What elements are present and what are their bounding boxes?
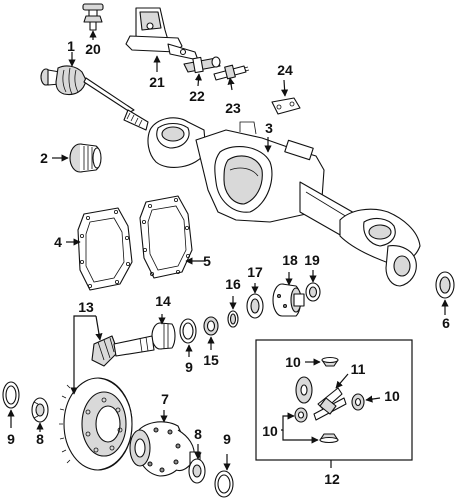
callout-5: 5 — [203, 253, 211, 269]
leader-10-right — [365, 395, 381, 403]
callout-10-upper: 10 — [285, 354, 301, 370]
callout-7: 7 — [161, 391, 169, 407]
shim-ring-part-center[interactable] — [179, 318, 197, 344]
callout-12: 12 — [324, 471, 340, 487]
callout-9-right: 9 — [223, 431, 231, 447]
callout-23: 23 — [225, 100, 241, 116]
callout-8-left: 8 — [36, 431, 44, 447]
callout-14: 14 — [155, 293, 171, 309]
leader-23 — [227, 77, 235, 91]
leader-22 — [194, 73, 203, 87]
side-gear-washer-lower[interactable] — [319, 433, 339, 444]
callout-4: 4 — [54, 234, 62, 250]
callout-10-right: 10 — [384, 388, 400, 404]
pinion-flange-part[interactable] — [272, 283, 305, 317]
callout-24: 24 — [277, 62, 293, 78]
pinion-gear-part[interactable] — [91, 335, 155, 367]
callout-18: 18 — [282, 252, 298, 268]
pinion-seal-part[interactable] — [305, 282, 321, 302]
callout-16: 16 — [225, 276, 241, 292]
bearing-cup-part[interactable] — [227, 310, 239, 328]
leader-10-left-b — [282, 430, 319, 444]
leader-13-bracket — [73, 315, 96, 330]
carrier-bearing-part-left[interactable] — [31, 397, 49, 423]
inner-bearing-part[interactable] — [151, 322, 176, 350]
ring-gear-part[interactable] — [59, 377, 133, 471]
vent-fitting-part[interactable] — [82, 3, 104, 31]
side-gear-washer-upper[interactable] — [321, 356, 339, 367]
callout-8-right: 8 — [194, 426, 202, 442]
callout-21: 21 — [149, 74, 165, 90]
callout-2: 2 — [40, 150, 48, 166]
callout-22: 22 — [189, 88, 205, 104]
gasket-part[interactable] — [77, 207, 133, 291]
gear-kit-box — [255, 339, 413, 461]
axle-seal-part[interactable] — [435, 271, 455, 299]
callout-6: 6 — [442, 315, 450, 331]
spacer-part[interactable] — [203, 316, 219, 336]
leader-11 — [335, 373, 349, 389]
callout-10-left: 10 — [262, 423, 278, 439]
bearing-part[interactable] — [69, 143, 102, 173]
leader-24 — [281, 79, 289, 97]
callout-9-center: 9 — [185, 359, 193, 375]
callout-3: 3 — [265, 120, 273, 136]
leader-10-left-a — [281, 412, 295, 431]
callout-15: 15 — [203, 352, 219, 368]
sensor-part[interactable] — [213, 64, 250, 81]
side-gear-part[interactable] — [295, 376, 313, 404]
axle-shaft-part[interactable] — [40, 65, 149, 131]
pinion-bearing-part[interactable] — [246, 293, 264, 319]
stud-part[interactable] — [183, 56, 221, 74]
leader-13-pinion — [95, 315, 103, 341]
callout-9-left: 9 — [7, 431, 15, 447]
callout-1: 1 — [67, 38, 75, 54]
bracket-part[interactable] — [125, 7, 199, 61]
callout-19: 19 — [304, 252, 320, 268]
shim-ring-part-right[interactable] — [214, 470, 234, 498]
shim-ring-part-left[interactable] — [2, 381, 20, 409]
callout-13: 13 — [78, 299, 94, 315]
pinion-shaft-part[interactable] — [313, 387, 347, 421]
pinion-washer-left[interactable] — [294, 407, 308, 423]
callout-20: 20 — [85, 41, 101, 57]
carrier-bearing-part-right[interactable] — [188, 458, 206, 484]
differential-cover-part[interactable] — [139, 195, 193, 279]
cover-plate-part[interactable] — [271, 97, 301, 115]
callout-11: 11 — [351, 361, 366, 377]
axle-housing-part[interactable] — [147, 117, 421, 287]
pinion-gear-kit-right[interactable] — [351, 393, 365, 411]
callout-17: 17 — [247, 264, 263, 280]
